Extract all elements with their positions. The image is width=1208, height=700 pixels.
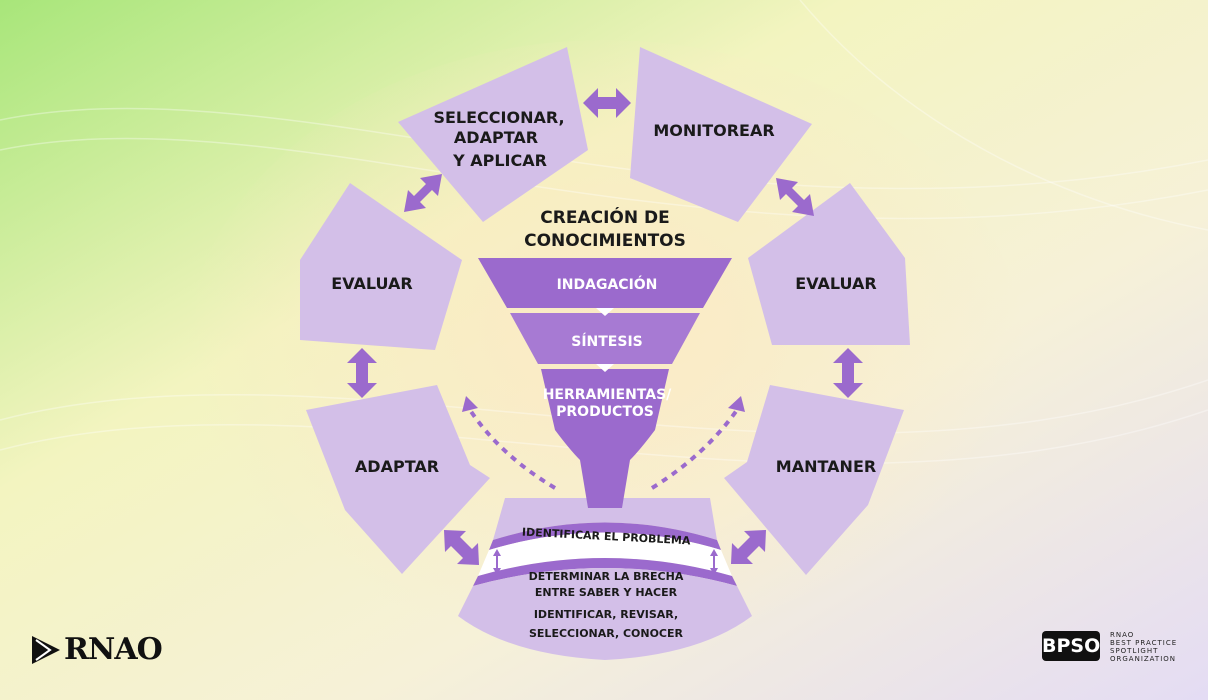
dotted-arrow-right xyxy=(650,396,745,490)
title-line-2: CONOCIMIENTOS xyxy=(524,231,686,251)
bpso-tagline-1: RNAO xyxy=(1110,631,1135,639)
arc-band-top xyxy=(489,522,721,550)
arrow-monitorear-evaluar xyxy=(776,178,814,216)
arc-identificar-problema xyxy=(493,498,717,540)
arc-small-arrow-left xyxy=(493,549,501,575)
rnao-logo-text: RNAO xyxy=(64,632,163,667)
arrow-seleccionar-monitorear xyxy=(583,88,631,118)
arc-label-brecha-2: ENTRE SABER Y HACER xyxy=(535,586,678,599)
segment-evaluar-right xyxy=(748,183,910,345)
rnao-logo-icon xyxy=(32,636,60,664)
arrow-arc-mantaner xyxy=(731,530,766,564)
arrow-evaluar-adaptar xyxy=(347,348,377,398)
bpso-tagline-2: BEST PRACTICE xyxy=(1110,639,1178,647)
bpso-tagline-3: SPOTLIGHT xyxy=(1110,647,1159,655)
arc-label-conocer-1: IDENTIFICAR, REVISAR, xyxy=(534,608,678,621)
arc-label-conocer-2: SELECCIONAR, CONOCER xyxy=(529,627,684,640)
bottom-arc-group xyxy=(458,498,752,660)
label-evaluar-right: EVALUAR xyxy=(795,274,876,293)
label-mantaner: MANTANER xyxy=(776,457,876,476)
arc-band-bottom xyxy=(473,558,737,586)
bpso-tagline: RNAO BEST PRACTICE SPOTLIGHT ORGANIZATIO… xyxy=(1110,631,1177,663)
funnel-label-indagacion: INDAGACIÓN xyxy=(557,275,658,293)
arrow-evaluar-mantaner xyxy=(833,348,863,398)
bpso-logo-badge: BPSO xyxy=(1042,631,1100,661)
label-seleccionar-3: Y APLICAR xyxy=(452,151,547,170)
funnel-notch-1 xyxy=(596,308,614,316)
funnel-indagacion xyxy=(478,258,732,308)
segment-mantaner xyxy=(724,385,904,575)
label-seleccionar-1: SELECCIONAR, xyxy=(433,108,564,127)
segment-adaptar xyxy=(306,385,490,574)
funnel-sintesis xyxy=(510,313,700,364)
funnel xyxy=(478,258,732,508)
arrow-adaptar-arc xyxy=(444,530,479,565)
segment-seleccionar xyxy=(398,47,588,222)
title-line-1: CREACIÓN DE xyxy=(540,206,669,228)
funnel-label-sintesis: SÍNTESIS xyxy=(571,333,643,350)
arc-determinar-brecha xyxy=(478,532,732,576)
funnel-label-herramientas-2: PRODUCTOS xyxy=(556,404,654,420)
label-monitorear: MONITOREAR xyxy=(653,121,774,140)
arrow-evaluar-seleccionar xyxy=(404,174,442,212)
bpso-tagline-4: ORGANIZATION xyxy=(1110,655,1177,663)
label-adaptar: ADAPTAR xyxy=(355,457,439,476)
arc-label-brecha-1: DETERMINAR LA BRECHA xyxy=(529,570,684,583)
funnel-herramientas xyxy=(541,369,669,508)
arc-small-arrow-right xyxy=(710,549,718,575)
funnel-label-herramientas-1: HERRAMIENTAS/ xyxy=(543,387,672,403)
funnel-notch-2 xyxy=(596,364,614,372)
segment-monitorear xyxy=(630,47,812,222)
label-evaluar-left: EVALUAR xyxy=(331,274,412,293)
dotted-arrow-left xyxy=(462,396,557,490)
segment-evaluar-left xyxy=(300,183,462,350)
label-seleccionar-2: ADAPTAR xyxy=(454,128,538,147)
arc-identificar-conocer xyxy=(458,568,752,660)
